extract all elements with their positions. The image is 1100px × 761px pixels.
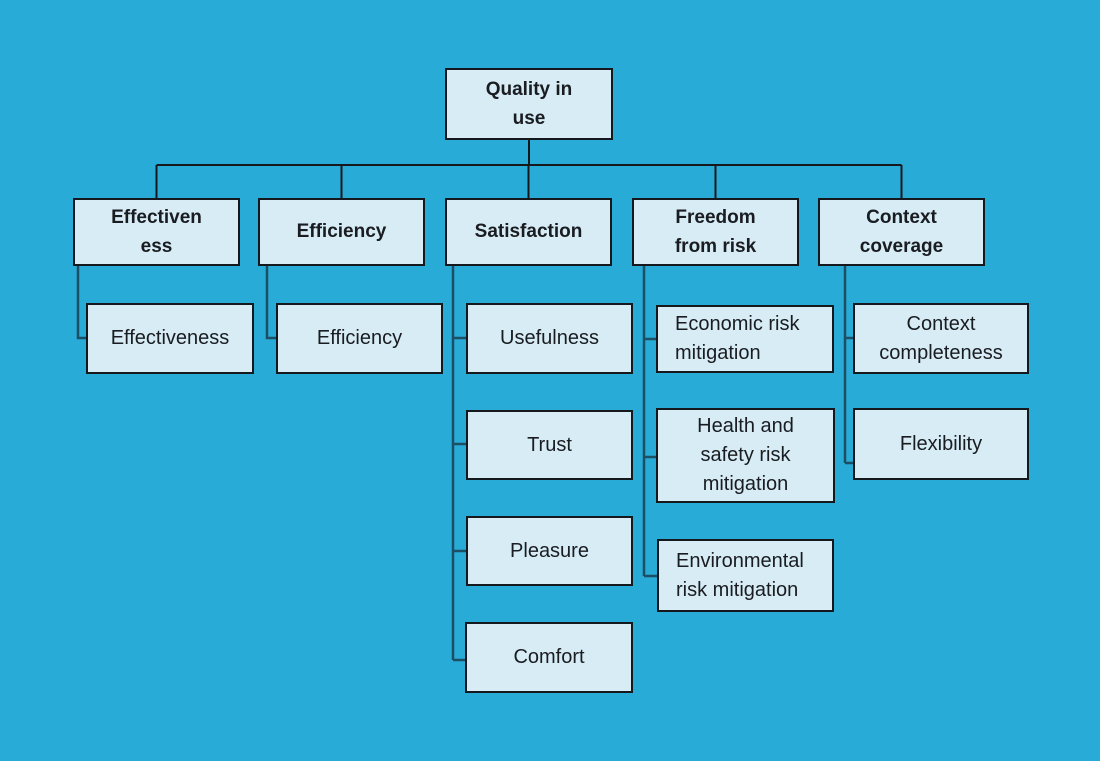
node-quality-in-use-label: Quality in use bbox=[485, 78, 573, 129]
node-quality-in-use[interactable]: Quality in use bbox=[445, 68, 613, 140]
branch-freedom-from-risk bbox=[642, 266, 661, 578]
node-efficiency-sub-label: Efficiency bbox=[316, 327, 403, 349]
node-health-safety-risk-mitigation[interactable]: Health and safety risk mitigation bbox=[656, 408, 835, 503]
node-pleasure-label: Pleasure bbox=[510, 539, 589, 562]
node-comfort[interactable]: Comfort bbox=[465, 622, 633, 693]
node-efficiency[interactable]: Efficiency bbox=[258, 198, 425, 266]
node-effectiveness-sub-label: Effectiveness bbox=[110, 327, 230, 349]
node-comfort-label: Comfort bbox=[513, 646, 585, 668]
node-trust[interactable]: Trust bbox=[466, 410, 633, 480]
node-freedom-from-risk[interactable]: Freedom from risk bbox=[632, 198, 799, 266]
node-context-completeness[interactable]: Context completeness bbox=[853, 303, 1029, 374]
node-satisfaction[interactable]: Satisfaction bbox=[445, 198, 612, 266]
node-environmental-risk-mitigation-label: Environmental risk mitigation bbox=[676, 549, 804, 601]
node-context-coverage-label: Context coverage bbox=[859, 206, 944, 257]
node-trust-label: Trust bbox=[527, 433, 572, 456]
node-effectiveness[interactable]: Effectiven ess bbox=[73, 198, 240, 266]
node-flexibility-label: Flexibility bbox=[899, 432, 983, 455]
node-context-coverage[interactable]: Context coverage bbox=[818, 198, 985, 266]
node-efficiency-label: Efficiency bbox=[296, 221, 387, 243]
tree-connector-top bbox=[155, 140, 903, 198]
node-pleasure[interactable]: Pleasure bbox=[466, 516, 633, 586]
node-usefulness[interactable]: Usefulness bbox=[466, 303, 633, 374]
node-environmental-risk-mitigation[interactable]: Environmental risk mitigation bbox=[657, 539, 834, 612]
node-efficiency-sub[interactable]: Efficiency bbox=[276, 303, 443, 374]
node-health-safety-risk-mitigation-label: Health and safety risk mitigation bbox=[697, 415, 794, 495]
node-economic-risk-mitigation-label: Economic risk mitigation bbox=[675, 313, 800, 364]
node-satisfaction-label: Satisfaction bbox=[474, 221, 583, 243]
branch-satisfaction bbox=[451, 266, 470, 662]
node-flexibility[interactable]: Flexibility bbox=[853, 408, 1029, 480]
node-effectiveness-label: Effectiven ess bbox=[111, 206, 202, 257]
node-usefulness-label: Usefulness bbox=[500, 327, 599, 349]
node-freedom-from-risk-label: Freedom from risk bbox=[674, 206, 757, 257]
node-context-completeness-label: Context completeness bbox=[879, 312, 1003, 364]
node-economic-risk-mitigation[interactable]: Economic risk mitigation bbox=[656, 305, 834, 373]
node-effectiveness-sub[interactable]: Effectiveness bbox=[86, 303, 254, 374]
